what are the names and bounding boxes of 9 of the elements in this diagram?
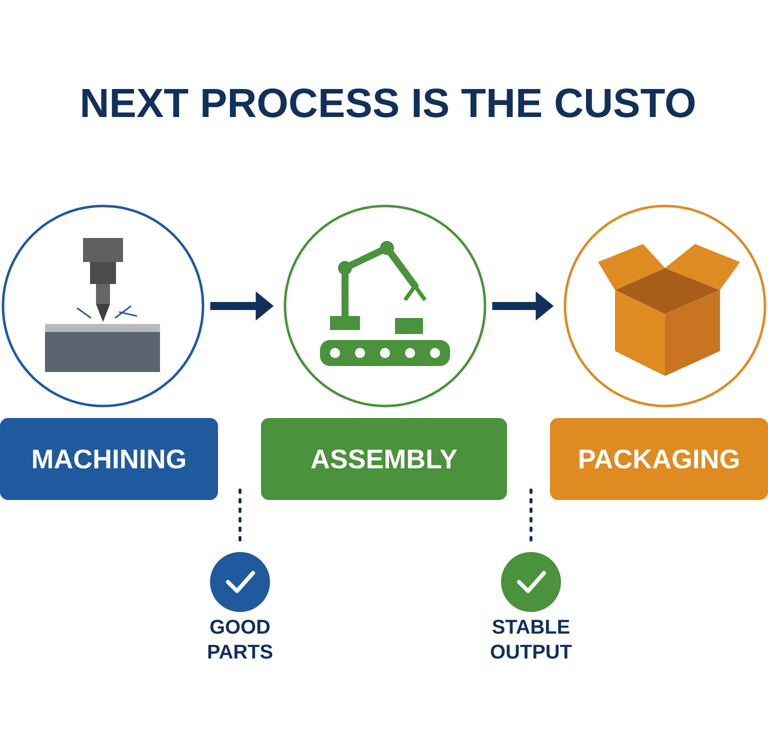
- step-label-box: MACHINING: [0, 418, 218, 500]
- process-circle: [564, 204, 766, 408]
- step-label-box: ASSEMBLY: [261, 418, 507, 500]
- process-circle: [284, 204, 486, 408]
- check-label: GOOD PARTS: [208, 552, 272, 659]
- check-label: STABLE OUTPUT: [490, 552, 572, 659]
- process-circle: [2, 204, 204, 408]
- title: NEXT PROCESS IS THE CUSTO: [82, 88, 695, 118]
- step-label-box: PACKAGING: [550, 418, 768, 500]
